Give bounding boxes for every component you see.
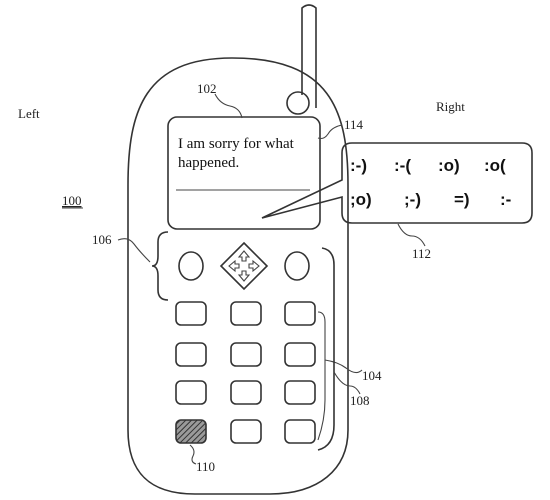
label-100: 100 <box>62 193 82 208</box>
left-soft-key[interactable] <box>178 251 204 281</box>
label-110: 110 <box>196 459 215 474</box>
side-keys-strip <box>317 247 335 451</box>
directional-pad[interactable] <box>219 241 269 291</box>
display-screen <box>167 116 321 230</box>
keypad-key[interactable] <box>284 342 316 367</box>
emoticon-row-1-4: :o( <box>484 156 506 175</box>
navigation-group <box>178 241 310 291</box>
emoticon-row-2-4: :- <box>500 190 511 209</box>
keypad-key[interactable] <box>175 380 207 405</box>
screen-message-line-2: happened. <box>178 155 239 171</box>
keypad-key[interactable] <box>284 419 316 444</box>
emoticon-row-2-1: ;o) <box>350 190 372 209</box>
label-112: 112 <box>412 246 431 261</box>
label-106: 106 <box>92 232 112 247</box>
keypad-key[interactable] <box>230 380 262 405</box>
emoticon-row-1-3: :o) <box>438 156 460 175</box>
keypad-key[interactable] <box>175 301 207 326</box>
label-right: Right <box>436 99 465 114</box>
keypad <box>175 301 316 444</box>
keypad-key[interactable] <box>284 380 316 405</box>
antenna <box>301 4 317 108</box>
emoticon-row-2-3: =) <box>454 190 470 209</box>
label-left: Left <box>18 106 40 121</box>
keypad-key[interactable] <box>230 419 262 444</box>
emoticon-row-1-1: :-) <box>350 156 367 175</box>
phone-body <box>127 57 349 495</box>
keypad-key[interactable] <box>175 342 207 367</box>
screen-message-line-1: I am sorry for what <box>178 136 295 152</box>
label-102: 102 <box>197 81 217 96</box>
keypad-key[interactable] <box>230 301 262 326</box>
emoticon-row-1-2: :-( <box>394 156 411 175</box>
keypad-key[interactable] <box>284 301 316 326</box>
emoticon-speech-bubble <box>261 142 533 224</box>
label-108: 108 <box>350 393 370 408</box>
right-soft-key[interactable] <box>284 251 310 281</box>
earpiece-icon <box>286 91 310 115</box>
selected-keypad-key[interactable] <box>175 419 207 444</box>
direction-arrows-icon <box>228 250 260 282</box>
keypad-key[interactable] <box>230 342 262 367</box>
emoticon-row-2-2: ;-) <box>404 190 421 209</box>
label-104: 104 <box>362 368 382 383</box>
label-114: 114 <box>344 117 364 132</box>
